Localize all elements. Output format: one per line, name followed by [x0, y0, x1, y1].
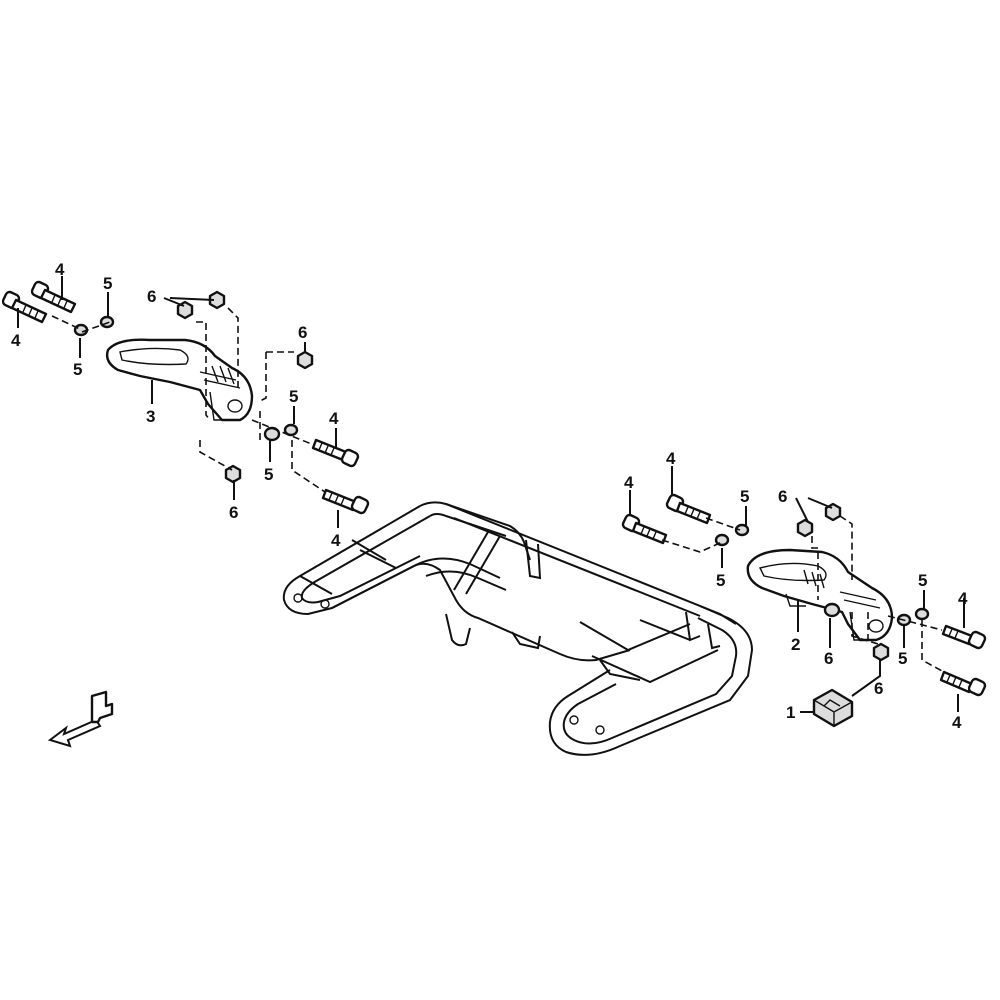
carrier-rack-frame [282, 501, 754, 756]
callout-6: 6 [229, 503, 238, 522]
callout-5: 5 [898, 649, 907, 668]
nut-6-upper-right [296, 350, 314, 370]
callout-2: 2 [791, 635, 800, 654]
bolt-4-right-d [939, 670, 987, 697]
washer-5-left-b [73, 323, 89, 337]
nut-6-right-top-a [796, 518, 814, 538]
callout-4: 4 [624, 473, 634, 492]
foot-rest-2-right [746, 548, 894, 642]
washer-5-right-a [734, 523, 750, 537]
callout-6: 6 [298, 323, 307, 342]
callout-4: 4 [55, 260, 65, 279]
callout-4: 4 [11, 331, 21, 350]
washer-5-right-d [914, 607, 930, 621]
callout-5: 5 [103, 274, 112, 293]
callout-4: 4 [329, 409, 339, 428]
nut-6-left-low [224, 464, 242, 484]
nut-6-right-low [872, 642, 890, 662]
callout-4: 4 [952, 713, 962, 732]
washer-5-left-d [283, 423, 299, 437]
callout-1: 1 [786, 703, 795, 722]
callout-5: 5 [716, 571, 725, 590]
rubber-block-1 [812, 688, 854, 728]
foot-rest-3-left [105, 338, 254, 422]
callout-6: 6 [778, 487, 787, 506]
callout-5: 5 [264, 465, 273, 484]
washer-5-left-a [99, 315, 115, 329]
callout-4: 4 [331, 531, 341, 550]
bolt-4-left-low [321, 488, 370, 515]
bolt-4-right-b [665, 493, 712, 525]
washer-5-left-c [263, 426, 281, 442]
nut-6-top-b [208, 290, 226, 310]
leader-lines [17, 276, 965, 713]
callout-5: 5 [740, 487, 749, 506]
callout-6: 6 [147, 287, 156, 306]
bolt-4-left-lower [1, 290, 48, 324]
callout-5: 5 [918, 571, 927, 590]
front-direction-arrow-icon: F [47, 690, 114, 748]
callout-5: 5 [289, 387, 298, 406]
callout-4: 4 [958, 589, 968, 608]
callout-5: 5 [73, 360, 82, 379]
bolt-4-right-a [621, 513, 668, 545]
callout-6: 6 [874, 679, 883, 698]
nut-6-right-mid [823, 602, 841, 618]
callout-4: 4 [666, 449, 676, 468]
callout-3: 3 [146, 407, 155, 426]
bolt-4-left-upper [30, 280, 77, 314]
bolt-4-right-c [941, 624, 987, 650]
callout-6: 6 [824, 649, 833, 668]
